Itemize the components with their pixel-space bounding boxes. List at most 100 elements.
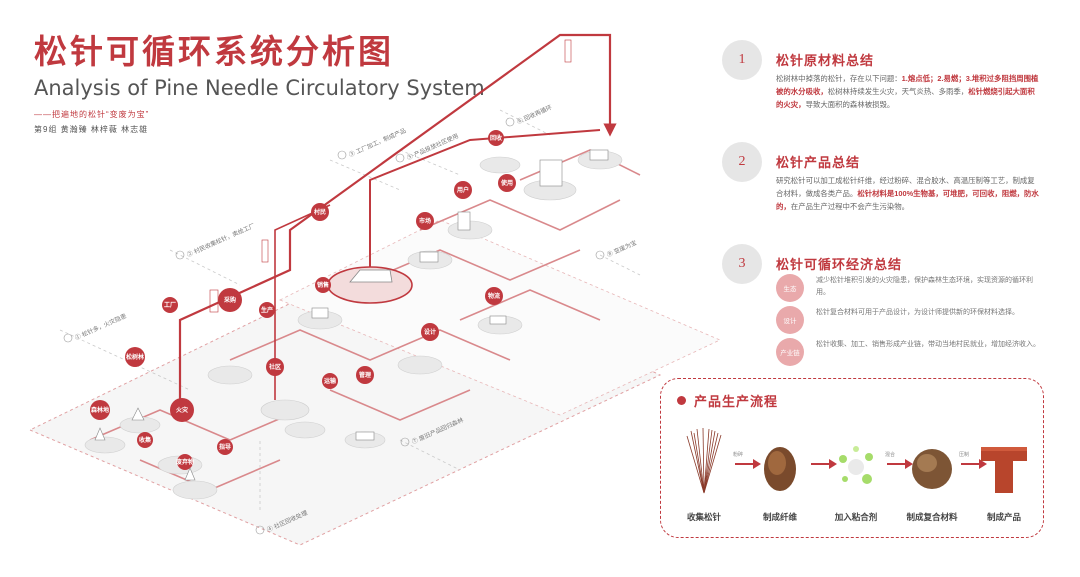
economy-tag: 生态 xyxy=(776,274,804,302)
page-title: 松针可循环系统分析图 xyxy=(34,33,394,70)
node-sell: 销售 xyxy=(315,277,331,293)
node-market: 市场 xyxy=(416,212,434,230)
step-collect-needles: 收集松针 xyxy=(669,423,739,523)
svg-text:指导: 指导 xyxy=(219,443,231,451)
summary-product: 2 松针产品总结 研究松针可以加工成松针纤维，经过粉碎、混合胶水、高温压制等工艺… xyxy=(722,142,1042,238)
tree-icon xyxy=(131,407,145,421)
team-members: 第9组 黄瀚臻 林梓薇 林志雄 xyxy=(34,125,149,134)
economy-row-design: 设计 松针复合材料可用于产品设计，为设计师提供新的环保材料选择。 xyxy=(776,306,1046,334)
composite-pile-icon xyxy=(912,449,952,489)
svg-text:收集: 收集 xyxy=(139,436,152,444)
svg-text:物流: 物流 xyxy=(488,292,500,300)
svg-text:⑧ 变废为宝: ⑧ 变废为宝 xyxy=(606,239,638,259)
stool-product-icon xyxy=(981,447,1027,493)
house-icon xyxy=(589,149,609,161)
svg-text:用户: 用户 xyxy=(456,186,469,194)
process-arrow: 粉碎 xyxy=(733,452,761,471)
house-icon xyxy=(419,251,439,263)
node-produce: 生产 xyxy=(259,302,275,318)
svg-text:① 松针多，火灾隐患: ① 松针多，火灾隐患 xyxy=(74,312,128,342)
svg-text:火灾: 火灾 xyxy=(176,406,189,414)
process-title: 产品生产流程 xyxy=(694,394,779,409)
node-forest-floor: 森林地 xyxy=(90,400,110,420)
figure-sketches xyxy=(209,39,572,313)
node-logistics: 物流 xyxy=(485,287,503,305)
summary-number: 1 xyxy=(722,40,762,80)
economy-row-ecology: 生态 减少松针堆积引发的火灾隐患，保护森林生态环境，实现资源的循环利用。 xyxy=(776,274,1046,302)
tree-icon xyxy=(184,467,196,481)
house-icon xyxy=(457,211,471,231)
node-platforms xyxy=(84,150,623,500)
svg-text:社区: 社区 xyxy=(268,363,281,371)
economy-row-industry: 产业链 松针收集、加工、销售形成产业链，带动当地村民就业，增加经济收入。 xyxy=(776,338,1046,366)
svg-text:运输: 运输 xyxy=(324,377,337,385)
svg-text:采购: 采购 xyxy=(224,296,236,304)
economy-text: 减少松针堆积引发的火灾隐患，保护森林生态环境，实现资源的循环利用。 xyxy=(816,277,1033,296)
summary-heading: 松针原材料总结 xyxy=(776,53,875,68)
process-arrow xyxy=(811,457,837,471)
summary-raw-material: 1 松针原材料总结 松树林中掉落的松针，存在以下问题：1.熔点低；2.易燃；3.… xyxy=(722,40,1042,136)
svg-text:村民: 村民 xyxy=(313,208,326,216)
summary-number: 2 xyxy=(722,142,762,182)
node-transport: 运输 xyxy=(322,373,338,389)
header: 松针可循环系统分析图 Analysis of Pine Needle Circu… xyxy=(34,32,485,135)
page-subtitle: ——把遍地的松针“变废为宝” xyxy=(34,110,150,119)
node-factory: 工厂 xyxy=(162,297,178,313)
tree-icon xyxy=(94,427,106,441)
node-village: 村民 xyxy=(311,203,329,221)
summary-heading: 松针产品总结 xyxy=(776,155,861,170)
house-icon xyxy=(311,307,329,319)
summary-heading: 松针可循环经济总结 xyxy=(776,257,903,272)
node-users: 用户 xyxy=(454,181,472,199)
fiber-pile-icon xyxy=(764,447,796,491)
svg-text:森林地: 森林地 xyxy=(90,406,109,414)
svg-text:⑥ 回收再循环: ⑥ 回收再循环 xyxy=(516,103,554,126)
summary-economy: 3 松针可循环经济总结 生态 减少松针堆积引发的火灾隐患，保护森林生态环境，实现… xyxy=(722,244,1042,372)
pine-needle-bundle-icon xyxy=(686,427,722,494)
truck-icon xyxy=(355,431,375,441)
node-fire: 火灾 xyxy=(170,398,194,422)
svg-text:松树林: 松树林 xyxy=(126,353,144,361)
truck-icon xyxy=(489,315,507,325)
secondary-loop xyxy=(369,129,601,270)
summary-body: 研究松针可以加工成松针纤维，经过粉碎、混合胶水、高温压制等工艺，制成复合材料，做… xyxy=(776,176,1039,211)
economy-tag: 产业链 xyxy=(776,338,804,366)
svg-text:回收: 回收 xyxy=(490,134,502,142)
svg-text:销售: 销售 xyxy=(317,281,329,289)
house-icon xyxy=(539,159,563,187)
svg-text:③ 工厂加工，制成产品: ③ 工厂加工，制成产品 xyxy=(348,126,408,158)
step-caption: 加入粘合剂 xyxy=(834,512,878,522)
svg-text:废弃物: 废弃物 xyxy=(176,458,194,466)
step-add-binder: 加入粘合剂 xyxy=(821,423,891,523)
node-guide: 指导 xyxy=(217,439,233,455)
process-header: 产品生产流程 xyxy=(677,391,778,410)
figure-icon xyxy=(564,39,572,63)
node-admin: 管理 xyxy=(356,366,374,384)
step-caption: 收集松针 xyxy=(686,512,721,522)
node-pine-forest: 松树林 xyxy=(125,347,145,367)
step-caption: 制成纤维 xyxy=(762,512,797,522)
step-make-fiber: 制成纤维 xyxy=(745,423,815,523)
economy-text: 松针收集、加工、销售形成产业链，带动当地村民就业，增加经济收入。 xyxy=(816,341,1040,348)
node-waste: 废弃物 xyxy=(176,454,194,470)
scene-icons xyxy=(94,149,609,481)
step-caption: 制成产品 xyxy=(986,512,1021,522)
main-loop xyxy=(178,33,617,400)
economy-tag: 设计 xyxy=(776,306,804,334)
node-recycle: 回收 xyxy=(488,130,504,146)
svg-text:管理: 管理 xyxy=(359,371,371,379)
summary-body: 松树林中掉落的松针，存在以下问题：1.熔点低；2.易燃；3.堆积过多阻挡周围植被… xyxy=(776,74,1039,109)
economy-text: 松针复合材料可用于产品设计，为设计师提供新的环保材料选择。 xyxy=(816,309,1019,316)
production-process-panel: 产品生产流程 收集松针 粉碎 制成纤维 加入粘合剂 xyxy=(660,378,1044,538)
page-title-en: Analysis of Pine Needle Circulatory Syst… xyxy=(34,76,485,100)
svg-text:使用: 使用 xyxy=(500,179,513,187)
figure-icon xyxy=(209,289,219,313)
svg-text:② 村民收集松针，卖给工厂: ② 村民收集松针，卖给工厂 xyxy=(186,222,257,259)
svg-text:设计: 设计 xyxy=(424,328,436,336)
bullet-dot-icon xyxy=(677,396,686,405)
summary-number: 3 xyxy=(722,244,762,284)
process-arrow: 混合 xyxy=(885,452,913,471)
svg-text:生产: 生产 xyxy=(261,306,273,314)
node-design: 设计 xyxy=(421,323,439,341)
